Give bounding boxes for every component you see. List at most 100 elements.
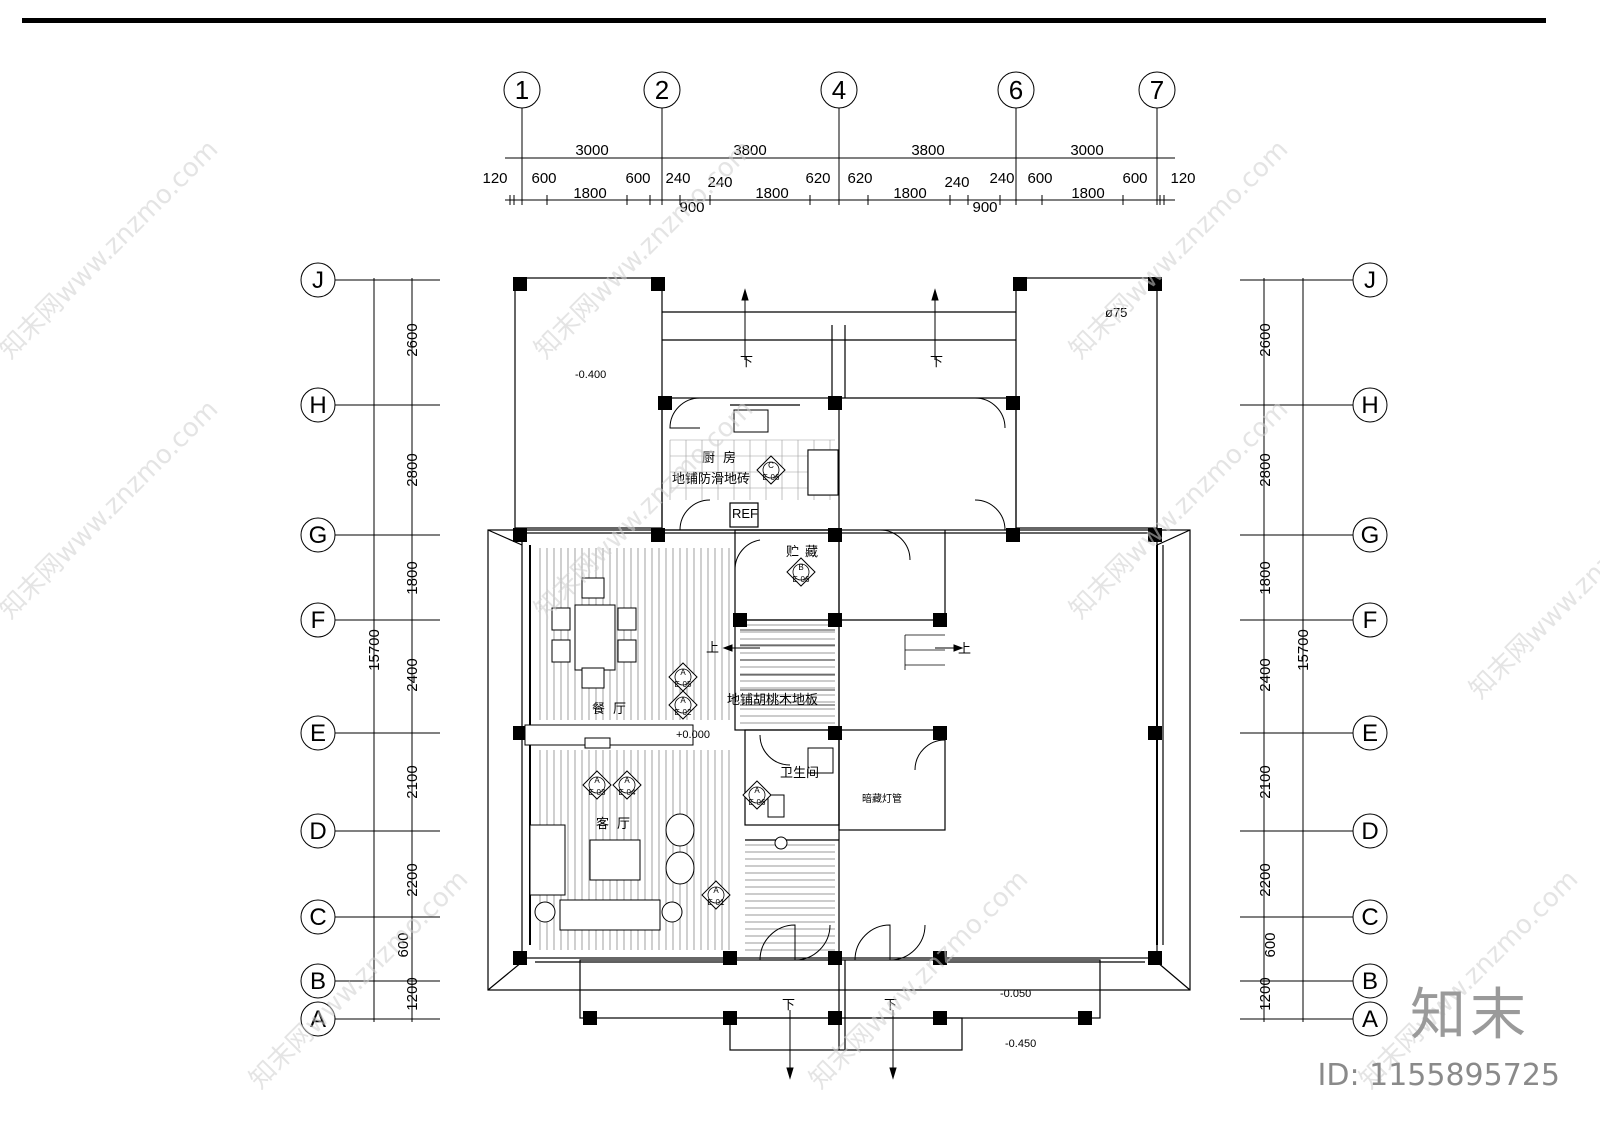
top-axis-group bbox=[503, 71, 1176, 205]
right-span-ED: 2100 bbox=[1257, 765, 1274, 798]
column-23 bbox=[933, 951, 947, 965]
top-span-4: 3000 bbox=[1070, 142, 1103, 159]
top-lower-3: 1800 bbox=[755, 185, 788, 202]
axis-label-left-B: B bbox=[310, 968, 326, 995]
stove bbox=[807, 449, 839, 496]
column-7 bbox=[1006, 396, 1020, 410]
kitchen-sink bbox=[733, 409, 769, 433]
left-span-FE: 2400 bbox=[404, 658, 421, 691]
top-subdim-9: 240 bbox=[989, 170, 1014, 187]
column-11 bbox=[1006, 528, 1020, 542]
column-19 bbox=[1148, 726, 1162, 740]
axis-label-left-H: H bbox=[309, 392, 326, 419]
image-id: ID: 1155895725 bbox=[1317, 1058, 1560, 1093]
column-14 bbox=[828, 613, 842, 627]
marker-circle bbox=[707, 886, 725, 904]
axis-label-left-J: J bbox=[312, 267, 324, 294]
toilet bbox=[767, 794, 785, 818]
level-l3: -0.050 bbox=[1000, 988, 1031, 1000]
bath-label: 卫生间 bbox=[780, 765, 819, 780]
axis-label-6: 6 bbox=[1009, 75, 1023, 105]
right-span-BA: 1200 bbox=[1257, 977, 1274, 1010]
top-subdim-5: 240 bbox=[707, 174, 732, 191]
column-16 bbox=[513, 726, 527, 740]
column-2 bbox=[651, 277, 665, 291]
marker-code: E-02 bbox=[675, 708, 692, 717]
wood-floor-label: 地铺胡桃木地板 bbox=[727, 692, 818, 707]
brand-logo-text: 知末 bbox=[1410, 983, 1530, 1048]
top-lower-4: 1800 bbox=[893, 185, 926, 202]
axis-label-right-B: B bbox=[1362, 968, 1378, 995]
storage-label: 贮藏 bbox=[786, 544, 824, 559]
dining-label: 餐厅 bbox=[592, 701, 634, 716]
axis-label-left-E: E bbox=[310, 720, 326, 747]
column-29 bbox=[1078, 1011, 1092, 1025]
top-subdim-10: 600 bbox=[1027, 170, 1052, 187]
axis-label-right-G: G bbox=[1361, 522, 1380, 549]
fridge-label: REF bbox=[732, 506, 758, 521]
axis-label-right-C: C bbox=[1361, 904, 1378, 931]
marker-letter: B bbox=[798, 563, 803, 572]
top-subdim-6: 620 bbox=[805, 170, 830, 187]
left-span-BA: 1200 bbox=[404, 977, 421, 1010]
marker-code: E-06 bbox=[793, 575, 810, 584]
top-lower-6: 1800 bbox=[1071, 185, 1104, 202]
level-l2: +0.000 bbox=[676, 729, 710, 741]
elevation-marker: E-06A bbox=[742, 780, 772, 810]
marker-code: E-04 bbox=[619, 788, 636, 797]
coffee-table bbox=[589, 839, 641, 881]
watermark-text: 知末网www.znzmo.com bbox=[529, 134, 760, 365]
marker-circle bbox=[618, 776, 636, 794]
axis-label-right-A: A bbox=[1362, 1006, 1378, 1033]
dining-table bbox=[574, 604, 616, 671]
marker-letter: C bbox=[768, 461, 774, 470]
marker-letter: A bbox=[680, 696, 686, 705]
watermark-text: 知末网www.znzmo.com bbox=[1464, 474, 1600, 705]
axis-label-4: 4 bbox=[832, 75, 846, 105]
sofa-bottom bbox=[559, 899, 661, 931]
marker-letter: A bbox=[624, 776, 630, 785]
column-24 bbox=[1148, 951, 1162, 965]
marker-circle bbox=[674, 668, 692, 686]
top-lower-2: 900 bbox=[679, 199, 704, 216]
stair-down-4: 下 bbox=[884, 997, 897, 1012]
column-13 bbox=[733, 613, 747, 627]
axis-label-7: 7 bbox=[1150, 75, 1164, 105]
stair-up-left: 上 bbox=[706, 640, 719, 655]
axis-label-right-D: D bbox=[1361, 818, 1378, 845]
axis-label-left-A: A bbox=[310, 1006, 326, 1033]
marker-code: E-06 bbox=[763, 473, 780, 482]
washbasin bbox=[807, 747, 834, 774]
top-lower-1: 1800 bbox=[573, 185, 606, 202]
right-span-DC: 2200 bbox=[1257, 863, 1274, 896]
living-label: 客厅 bbox=[596, 816, 638, 831]
column-9 bbox=[651, 528, 665, 542]
frame-top-line bbox=[22, 18, 1546, 23]
elevation-marker: E-03A bbox=[582, 770, 612, 800]
level-l1: -0.400 bbox=[575, 369, 606, 381]
top-subdim-1: 120 bbox=[482, 170, 507, 187]
left-span-JH: 2600 bbox=[404, 323, 421, 356]
elevation-marker: E-05A bbox=[668, 662, 698, 692]
stair-arrows bbox=[722, 288, 964, 1080]
column-10 bbox=[828, 528, 842, 542]
left-span-GF: 1800 bbox=[404, 561, 421, 594]
column-6 bbox=[828, 396, 842, 410]
right-span-FE: 2400 bbox=[1257, 658, 1274, 691]
column-25 bbox=[583, 1011, 597, 1025]
elevation-marker: E-02 A bbox=[668, 690, 698, 720]
top-subdim-11: 600 bbox=[1122, 170, 1147, 187]
axis-label-left-F: F bbox=[311, 607, 326, 634]
axis-label-right-H: H bbox=[1361, 392, 1378, 419]
furniture bbox=[524, 409, 839, 931]
axis-label-right-J: J bbox=[1364, 267, 1376, 294]
top-subdim-12: 120 bbox=[1170, 170, 1195, 187]
column-3 bbox=[1013, 277, 1027, 291]
elevation-marker: E-04 A bbox=[612, 770, 642, 800]
axis-label-1: 1 bbox=[515, 75, 529, 105]
top-subdim-3: 600 bbox=[625, 170, 650, 187]
